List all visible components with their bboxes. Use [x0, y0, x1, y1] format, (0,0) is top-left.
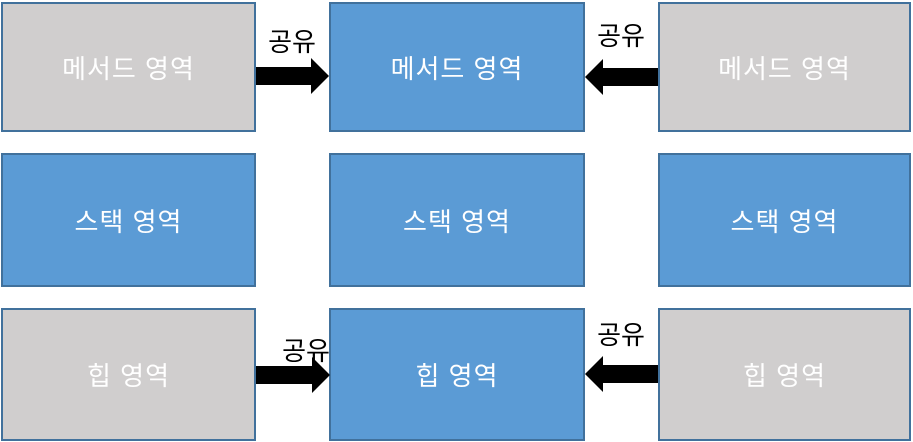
- box-stack-area-left: 스택 영역: [1, 153, 256, 287]
- box-label: 스택 영역: [730, 206, 839, 237]
- box-heap-area-left: 힙 영역: [1, 308, 256, 441]
- share-label-method-right: 공유: [597, 21, 645, 51]
- box-stack-area-right: 스택 영역: [658, 153, 911, 287]
- box-label: 메서드 영역: [390, 53, 524, 84]
- box-method-area-right: 메서드 영역: [658, 2, 911, 132]
- arrow-head: [312, 357, 330, 393]
- arrow-head: [585, 356, 603, 392]
- box-label: 메서드 영역: [718, 53, 851, 84]
- arrow-shaft: [256, 67, 312, 85]
- box-heap-area-center: 힙 영역: [329, 308, 585, 441]
- box-label: 힙 영역: [415, 361, 499, 391]
- box-label: 힙 영역: [743, 361, 826, 391]
- box-label: 스택 영역: [74, 206, 183, 237]
- box-label: 메서드 영역: [62, 53, 195, 84]
- box-method-area-center: 메서드 영역: [329, 2, 585, 132]
- box-label: 스택 영역: [403, 206, 511, 237]
- box-stack-area-center: 스택 영역: [329, 153, 585, 287]
- arrow-shaft: [602, 365, 658, 383]
- left-arrow-icon-heap-right-to-center: [585, 356, 658, 392]
- share-label-method-left: 공유: [268, 27, 316, 57]
- box-heap-area-right: 힙 영역: [658, 308, 911, 441]
- arrow-head: [311, 58, 329, 94]
- right-arrow-icon-heap-left-to-center: [256, 357, 330, 393]
- arrow-head: [585, 59, 603, 95]
- left-arrow-icon-method-right-to-center: [585, 59, 658, 95]
- share-label-heap-right: 공유: [597, 320, 645, 350]
- right-arrow-icon-method-left-to-center: [256, 58, 329, 94]
- arrow-shaft: [602, 68, 658, 86]
- box-method-area-left: 메서드 영역: [1, 2, 256, 132]
- box-label: 힙 영역: [87, 361, 170, 391]
- arrow-shaft: [256, 366, 313, 384]
